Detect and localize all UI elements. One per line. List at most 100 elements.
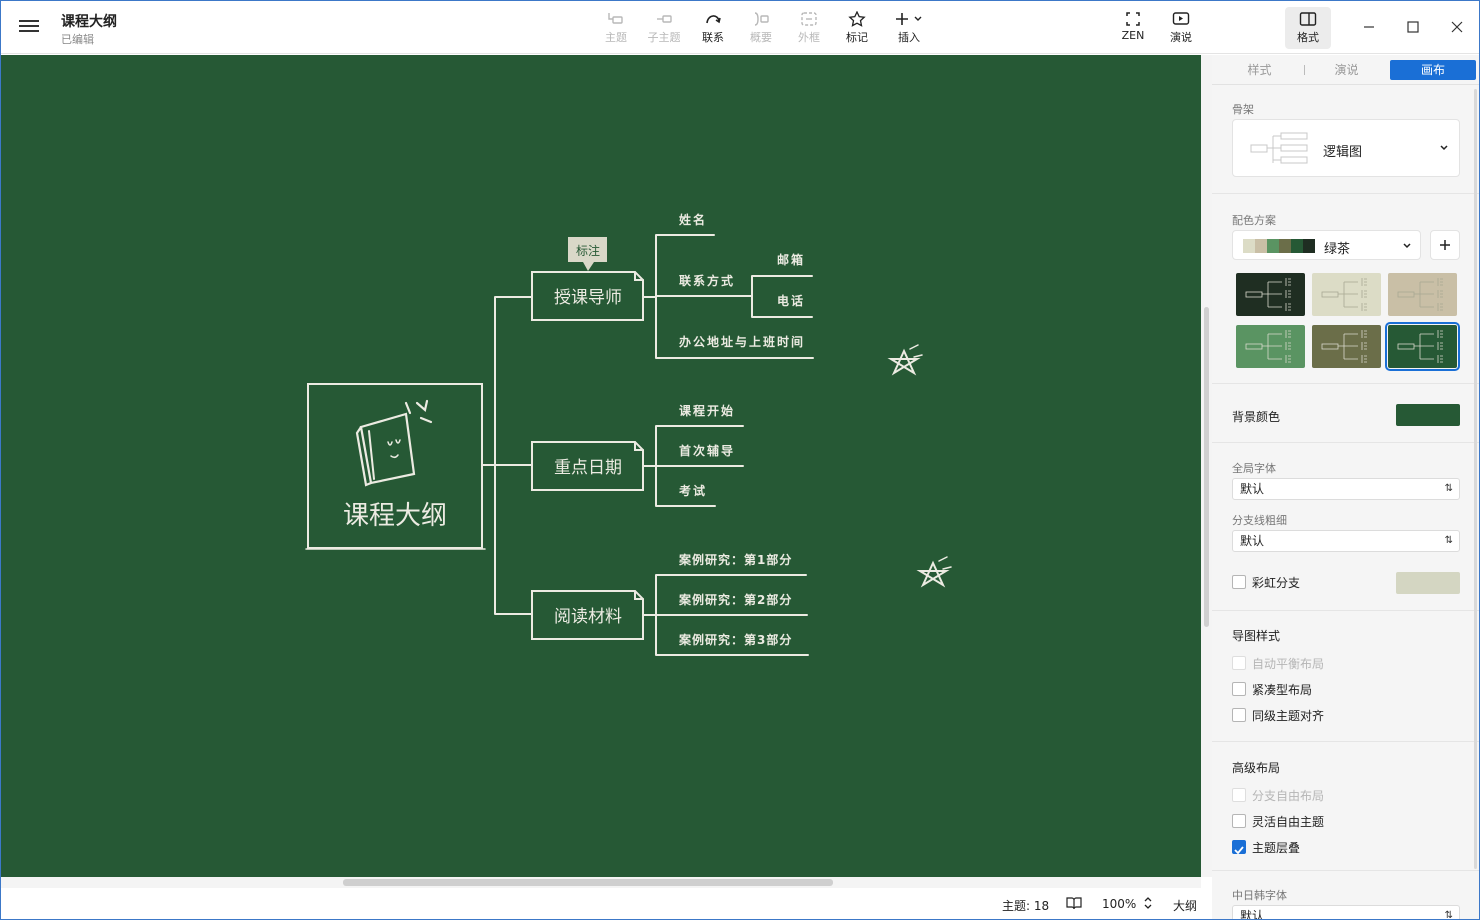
add-color-scheme-button[interactable]	[1430, 230, 1460, 260]
branch-topic-1[interactable]: 授课导师	[554, 288, 622, 308]
subtopic-case-2[interactable]: 案例研究：第2部分	[678, 592, 792, 607]
marker-button[interactable]: 标记	[834, 9, 880, 49]
divider	[1212, 870, 1479, 871]
rainbow-branch-checkbox[interactable]	[1232, 575, 1246, 589]
flexible-free-label: 灵活自由主题	[1252, 815, 1325, 829]
horizontal-scroll-thumb[interactable]	[343, 879, 833, 886]
subtopic-course-start[interactable]: 课程开始	[679, 403, 735, 418]
divider	[1212, 383, 1479, 384]
branch-topic-2[interactable]: 重点日期	[554, 458, 622, 478]
central-topic[interactable]: 课程大纲	[343, 501, 447, 531]
skeleton-select[interactable]: 逻辑图	[1232, 119, 1460, 177]
subtopic-first-tutorial[interactable]: 首次辅导	[679, 443, 735, 458]
tab-separator	[1304, 65, 1305, 75]
color-scheme-select[interactable]: 绿茶	[1232, 230, 1421, 260]
minimize-icon[interactable]	[1357, 15, 1381, 39]
branch-topic-3[interactable]: 阅读材料	[554, 607, 622, 627]
cjk-font-select[interactable]: 默认 ⇅	[1232, 905, 1460, 920]
global-font-select[interactable]: 默认 ⇅	[1232, 478, 1460, 500]
cjk-font-value: 默认	[1240, 909, 1265, 920]
outline-toggle[interactable]: 大纲	[1173, 899, 1198, 913]
color-scheme-option[interactable]	[1236, 325, 1305, 368]
topic-button[interactable]: 主题	[593, 9, 639, 49]
maximize-icon[interactable]	[1401, 15, 1425, 39]
panel-scrollbar[interactable]	[1474, 89, 1477, 869]
updown-icon: ⇅	[1444, 910, 1453, 920]
color-scheme-option[interactable]	[1388, 273, 1457, 316]
compact-layout-label: 紧凑型布局	[1252, 683, 1313, 697]
subtopic-phone[interactable]: 电话	[777, 293, 805, 308]
subtopic-name[interactable]: 姓名	[679, 212, 707, 227]
fullscreen-icon	[1126, 12, 1140, 26]
color-scheme-option[interactable]	[1312, 273, 1381, 316]
panel-tabs: 样式 演说 画布	[1212, 55, 1479, 85]
background-color-label: 背景颜色	[1232, 410, 1281, 424]
updown-icon: ⇅	[1444, 483, 1453, 494]
mindmap-svg: 课程大纲 标注 授课导师 重点日期 阅读材料 姓名 联系方式 办公地址与上班时间…	[305, 212, 952, 656]
chevron-down-icon	[1403, 243, 1411, 249]
cjk-font-label: 中日韩字体	[1232, 889, 1287, 902]
branch-free-checkbox[interactable]	[1232, 788, 1246, 802]
global-font-value: 默认	[1240, 482, 1265, 496]
boundary-icon	[801, 12, 817, 26]
topic-overlap-checkbox[interactable]	[1232, 840, 1246, 855]
vertical-scrollbar[interactable]	[1201, 55, 1212, 877]
book-icon[interactable]	[1066, 896, 1082, 910]
subtopic-contact[interactable]: 联系方式	[679, 273, 735, 288]
insert-button[interactable]: 插入	[885, 9, 933, 49]
branch-free-label: 分支自由布局	[1252, 789, 1325, 803]
relationship-button[interactable]: 联系	[690, 9, 736, 49]
document-title: 课程大纲	[61, 14, 117, 30]
subtopic-button[interactable]: 子主题	[641, 9, 687, 49]
divider	[1212, 610, 1479, 611]
subtopic-office[interactable]: 办公地址与上班时间	[679, 334, 805, 349]
callout-label[interactable]: 标注	[576, 243, 600, 258]
skeleton-value: 逻辑图	[1323, 145, 1363, 160]
compact-layout-checkbox[interactable]	[1232, 682, 1246, 696]
document-status: 已编辑	[61, 33, 94, 46]
horizontal-scrollbar[interactable]	[1, 877, 1201, 888]
color-scheme-value: 绿茶	[1324, 242, 1351, 257]
color-scheme-option[interactable]	[1385, 322, 1460, 371]
zoom-stepper-icon[interactable]	[1143, 895, 1153, 911]
subtopic-icon	[657, 15, 672, 23]
color-scheme-preview	[1243, 239, 1315, 253]
rainbow-branch-label: 彩虹分支	[1252, 576, 1301, 590]
background-color-picker[interactable]	[1396, 404, 1460, 426]
tab-style[interactable]: 样式	[1247, 63, 1272, 77]
mindmap-canvas[interactable]: 课程大纲 标注 授课导师 重点日期 阅读材料 姓名 联系方式 办公地址与上班时间…	[1, 55, 1201, 877]
play-screen-icon	[1172, 12, 1190, 25]
chevron-down-icon	[1440, 145, 1448, 151]
hamburger-menu-icon[interactable]	[19, 17, 39, 37]
subtopic-exam[interactable]: 考试	[679, 483, 707, 498]
branch-width-label: 分支线粗细	[1232, 514, 1287, 527]
pitch-button[interactable]: 演说	[1158, 9, 1204, 49]
subtopic-case-3[interactable]: 案例研究：第3部分	[678, 632, 792, 647]
topic-icon	[608, 13, 623, 24]
global-font-label: 全局字体	[1232, 462, 1276, 475]
auto-balance-checkbox[interactable]	[1232, 656, 1246, 670]
topic-count: 主题: 18	[1002, 899, 1050, 913]
align-same-level-checkbox[interactable]	[1232, 708, 1246, 722]
zen-button[interactable]: ZEN	[1110, 9, 1156, 49]
tab-pitch[interactable]: 演说	[1334, 63, 1359, 77]
subtopic-case-1[interactable]: 案例研究：第1部分	[678, 552, 792, 567]
zoom-level[interactable]: 100%	[1102, 897, 1137, 911]
color-scheme-label: 配色方案	[1232, 214, 1276, 227]
color-scheme-option[interactable]	[1312, 325, 1381, 368]
summary-button[interactable]: 概要	[738, 9, 784, 49]
subtopic-email[interactable]: 邮箱	[777, 252, 805, 267]
auto-balance-label: 自动平衡布局	[1252, 657, 1325, 671]
updown-icon: ⇅	[1444, 535, 1453, 546]
divider	[1212, 741, 1479, 742]
boundary-button[interactable]: 外框	[786, 9, 832, 49]
tab-canvas[interactable]: 画布	[1390, 60, 1476, 80]
rainbow-color-picker[interactable]	[1396, 572, 1460, 594]
branch-width-select[interactable]: 默认⇅	[1232, 530, 1460, 552]
color-scheme-option[interactable]	[1236, 273, 1305, 316]
format-panel-button[interactable]: 格式	[1285, 7, 1331, 49]
close-icon[interactable]	[1445, 15, 1469, 39]
flexible-free-checkbox[interactable]	[1232, 814, 1246, 828]
vertical-scroll-thumb[interactable]	[1204, 307, 1209, 627]
